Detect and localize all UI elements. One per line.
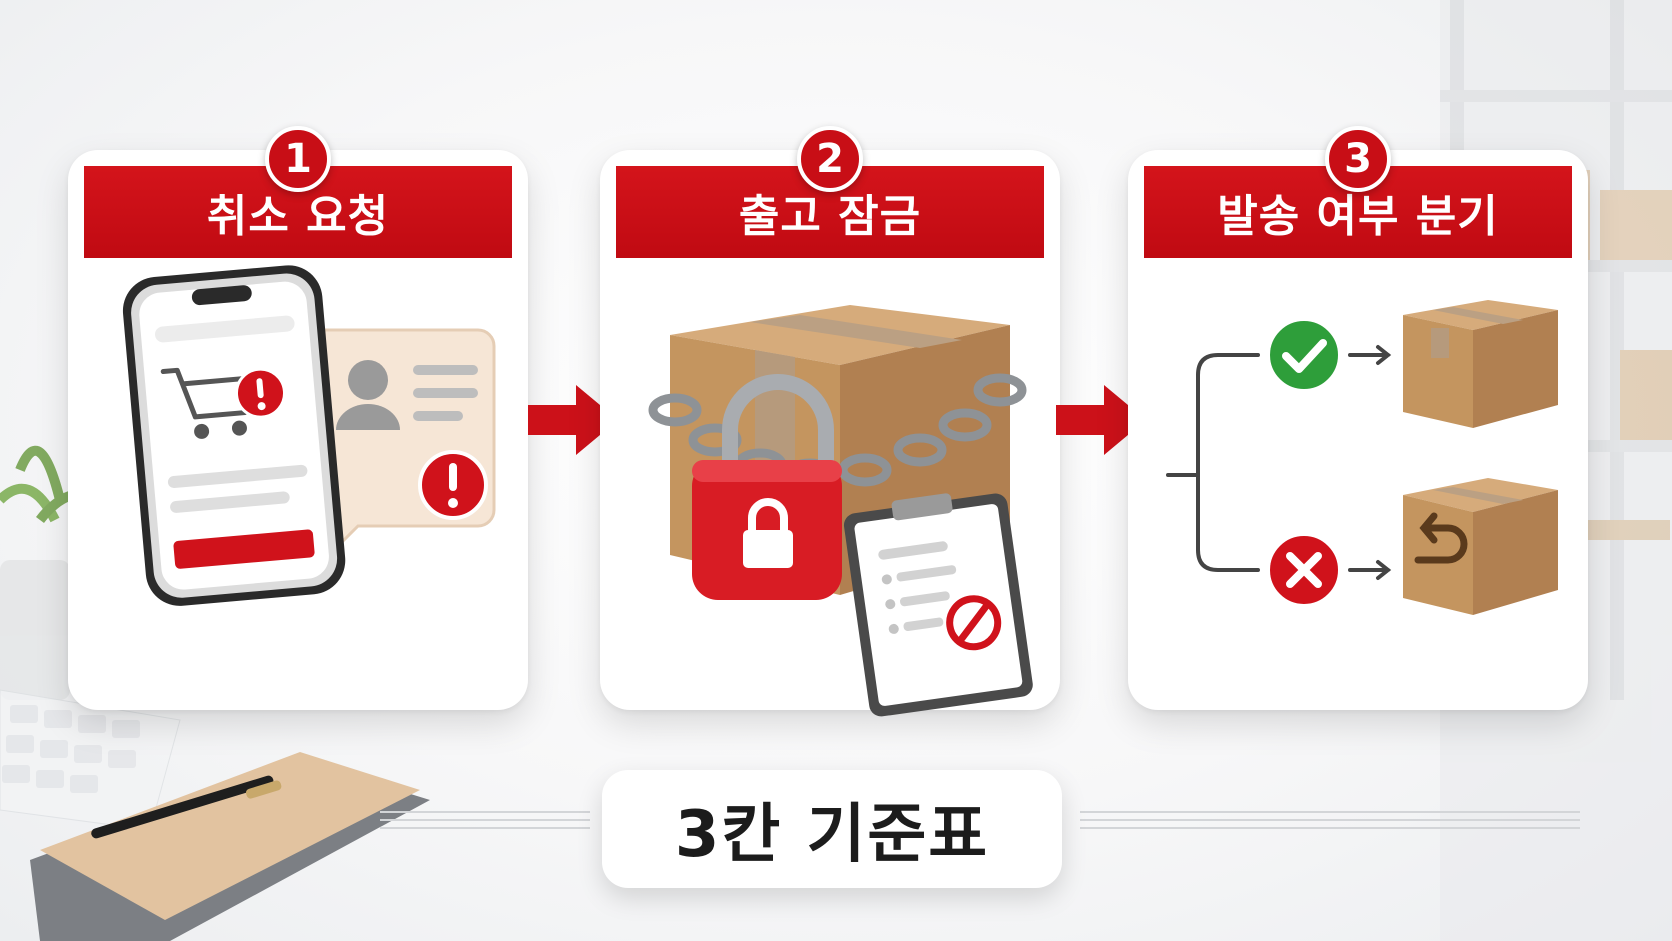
- step-panel-shipping-branch: 발송 여부 분기 3: [1128, 150, 1588, 710]
- alert-icon: [420, 452, 486, 518]
- check-icon: [1268, 319, 1340, 391]
- clipboard-icon: [841, 485, 1034, 718]
- x-icon: [1268, 534, 1340, 606]
- step-panel-cancel-request: 취소 요청 1: [68, 150, 528, 710]
- caption-label: 3칸 기준표: [602, 770, 1062, 888]
- box-shipped-icon: [1403, 300, 1558, 428]
- smartphone-icon: [120, 263, 348, 609]
- box-returned-icon: [1403, 478, 1558, 615]
- phone-chat-illustration: [68, 150, 528, 710]
- caption-area: 3칸 기준표: [0, 770, 1672, 890]
- step-panel-shipment-lock: 출고 잠금 2: [600, 150, 1060, 710]
- branch-illustration: [1128, 150, 1588, 710]
- locked-box-illustration: [600, 150, 1060, 750]
